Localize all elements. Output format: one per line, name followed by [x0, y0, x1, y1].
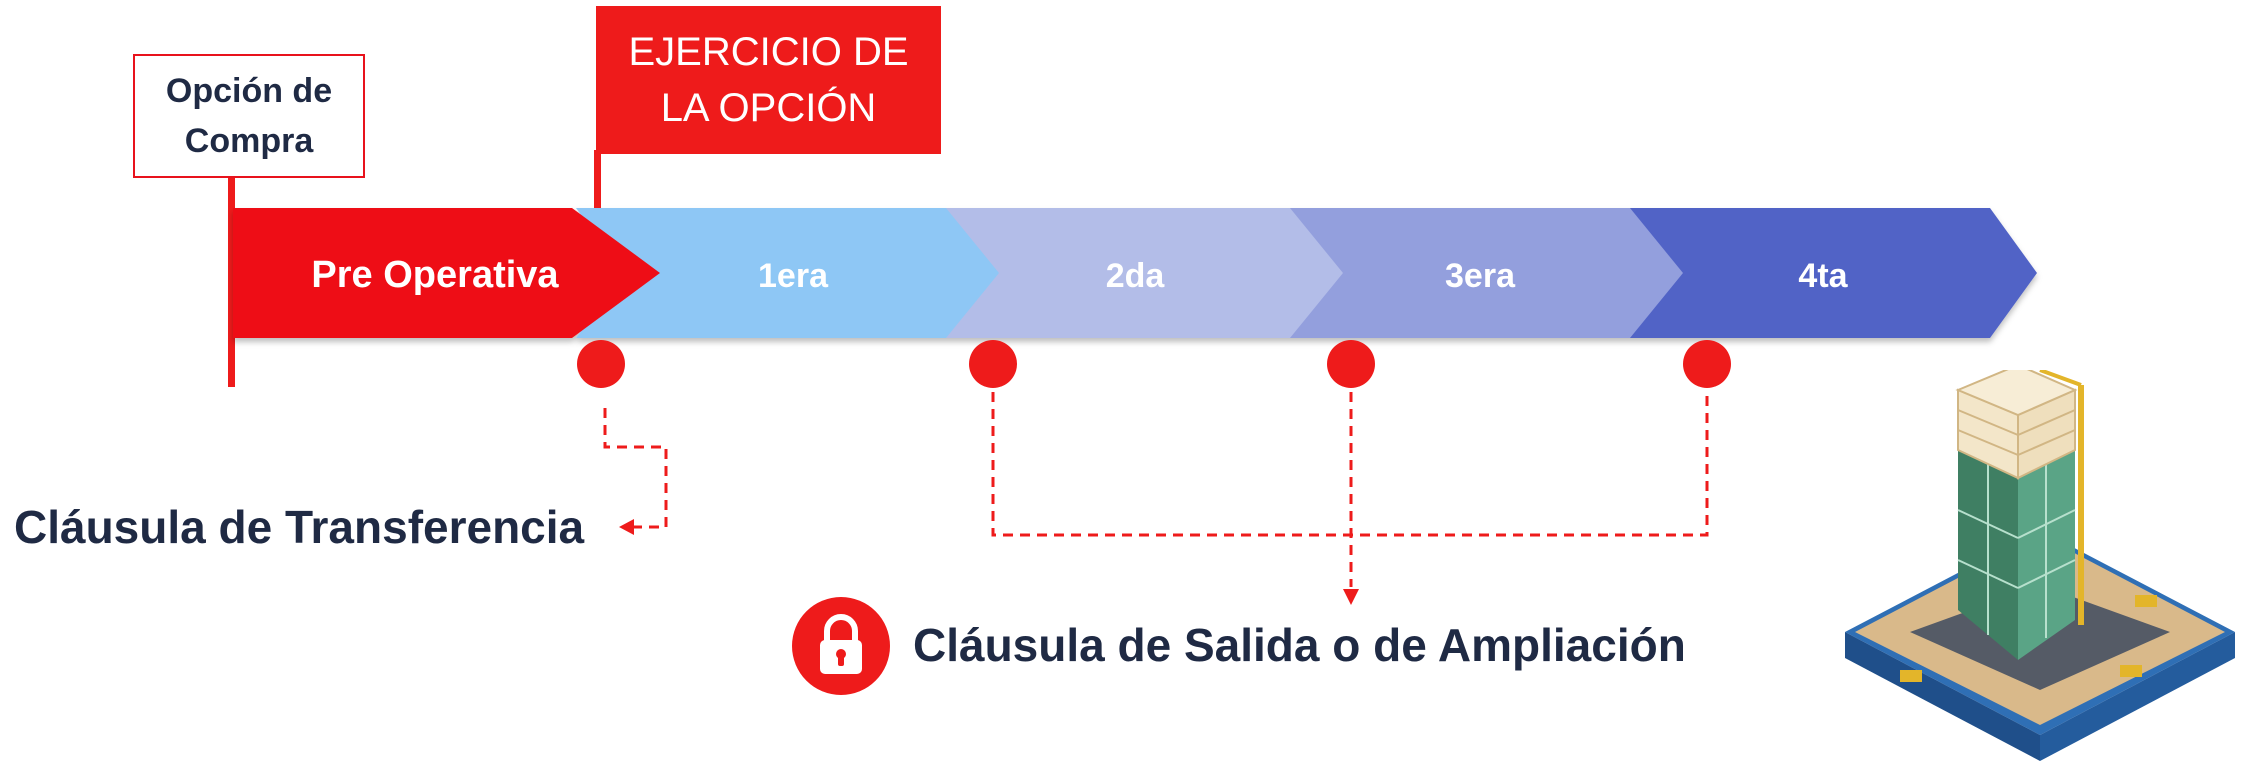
phase-chevron-1era: [576, 208, 999, 338]
phase-chevron-4ta: [1604, 208, 2037, 338]
building-construction-icon: [1840, 363, 2240, 761]
purchase-option-line2: Compra: [184, 122, 314, 160]
phase-label-3era: 3era: [1445, 257, 1516, 295]
phase-label-1era: 1era: [758, 257, 829, 295]
phase-chevron-3era: [1262, 208, 1683, 338]
exit-expansion-clause-label: Cláusula de Salida o de Ampliación: [913, 619, 1686, 671]
transfer-arrowhead: [619, 519, 634, 535]
milestone-dot-1: [577, 340, 625, 388]
lock-icon: [792, 597, 890, 695]
transfer-connector: [603, 408, 668, 529]
exercise-option-marker: [594, 150, 601, 210]
phase-chevron-2da: [919, 208, 1343, 338]
purchase-option-marker: [228, 178, 235, 387]
option-exercise-label: EJERCICIO DE LA OPCIÓN: [596, 6, 941, 154]
phase-label-4ta: 4ta: [1798, 257, 1848, 295]
milestone-dot-2: [969, 340, 1017, 388]
exit-arrowhead: [1343, 589, 1359, 605]
phase-chevron-pre-operativa: [233, 208, 660, 338]
purchase-option-label: Opción de Compra: [133, 54, 365, 178]
transfer-clause-label: Cláusula de Transferencia: [14, 501, 585, 553]
phase-label-2da: 2da: [1106, 257, 1166, 295]
milestone-dot-4: [1683, 340, 1731, 388]
option-exercise-line1: EJERCICIO DE: [628, 30, 909, 74]
phase-label-pre-operativa: Pre Operativa: [311, 254, 559, 296]
option-exercise-line2: LA OPCIÓN: [660, 86, 877, 130]
milestone-dot-3: [1327, 340, 1375, 388]
purchase-option-line1: Opción de: [165, 72, 333, 110]
